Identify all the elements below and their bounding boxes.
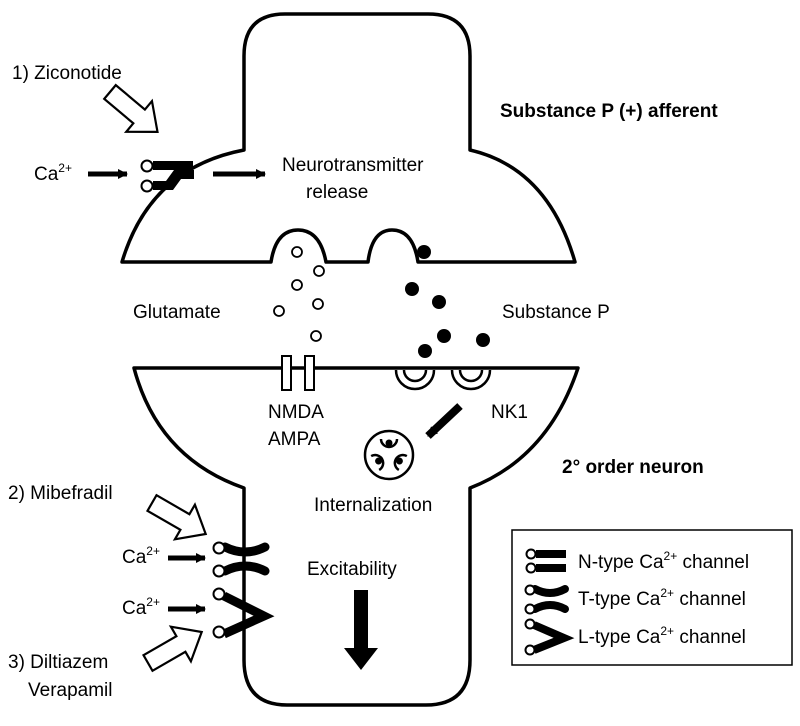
legend: N-type Ca2+ channel T-type Ca2+ channel …	[511, 529, 793, 666]
nk1-receptor	[394, 369, 492, 391]
receptor-label-nk1: NK1	[491, 402, 528, 423]
release-label-line2: release	[306, 182, 368, 203]
internalization-label: Internalization	[314, 495, 432, 516]
glutamate-label: Glutamate	[133, 302, 221, 323]
legend-n-type-label: N-type Ca2+ channel	[578, 549, 749, 573]
drug-label-diltiazem: 3) Diltiazem	[8, 652, 108, 673]
postsynaptic-title: 2° order neuron	[562, 457, 704, 478]
legend-l-type-icon	[524, 618, 575, 656]
postsynaptic-neuron	[132, 366, 580, 707]
excitability-arrow	[344, 590, 378, 670]
internalization-arrow	[425, 403, 463, 439]
legend-t-type-icon	[524, 584, 569, 615]
glutamate-molecules	[273, 246, 325, 342]
presynaptic-title: Substance P (+) afferent	[500, 101, 718, 122]
internalization-vesicle	[363, 429, 415, 481]
drug-label-mibefradil: 2) Mibefradil	[8, 483, 113, 504]
n-type-channel	[140, 159, 194, 193]
l-type-channel	[212, 587, 275, 639]
receptor-label-nmda: NMDA	[268, 402, 324, 423]
substance-p-label: Substance P	[502, 302, 610, 323]
substance-p-molecules	[405, 245, 490, 358]
diltiazem-verapamil-arrow	[141, 625, 204, 673]
drug-label-verapamil: Verapamil	[28, 680, 113, 701]
calcium-label-1: Ca2+	[34, 161, 72, 185]
receptor-label-ampa: AMPA	[268, 429, 321, 450]
drug-label-ziconotide: 1) Ziconotide	[12, 63, 122, 84]
nmda-ampa-receptor	[281, 355, 315, 391]
calcium-label-2: Ca2+	[122, 544, 160, 568]
legend-t-type-label: T-type Ca2+ channel	[578, 586, 746, 610]
ziconotide-arrow	[102, 83, 159, 133]
excitability-label: Excitability	[307, 559, 397, 580]
calcium-label-3: Ca2+	[122, 595, 160, 619]
t-type-channel	[212, 541, 270, 578]
mibefradil-arrow	[145, 493, 208, 541]
release-label-line1: Neurotransmitter	[282, 155, 424, 176]
legend-n-type-icon	[525, 548, 566, 574]
legend-l-type-label: L-type Ca2+ channel	[578, 624, 746, 648]
presynaptic-terminal	[120, 12, 577, 264]
